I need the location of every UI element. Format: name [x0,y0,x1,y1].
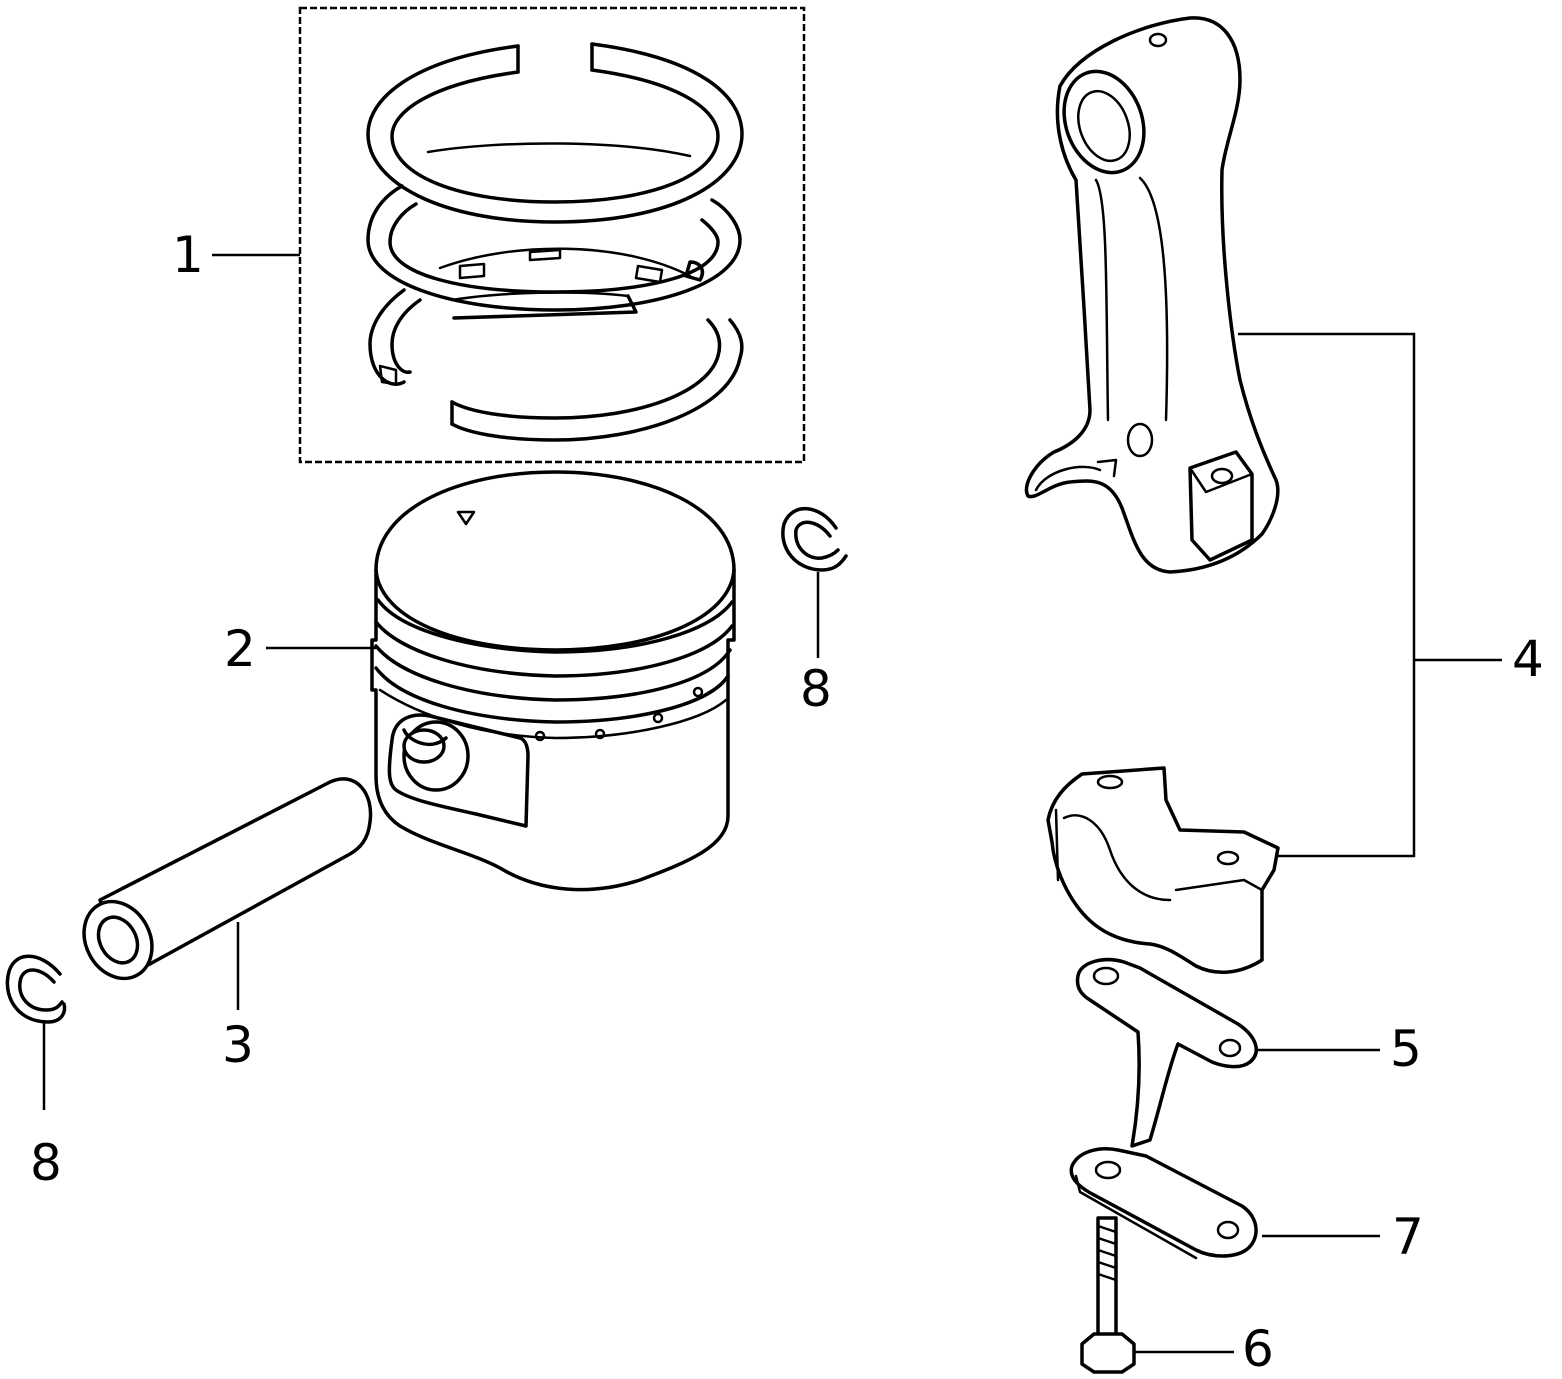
piston [370,470,736,892]
arrow-mark-icon [456,510,476,526]
snap-ring-right [781,506,848,572]
snap-ring-left [5,954,67,1024]
connecting-rod-bolt [1080,1216,1136,1374]
callout-7: 7 [1392,1208,1424,1266]
callout-6: 6 [1242,1320,1274,1374]
lock-plate [1075,957,1258,1148]
callout-5: 5 [1390,1020,1422,1078]
connecting-rod-cap [1046,766,1280,974]
piston-ring-set [298,6,806,464]
ring-set-frame [298,6,806,464]
leader-lines [42,253,1502,1354]
callout-8-left: 8 [30,1134,62,1192]
callout-4: 4 [1512,630,1544,688]
callout-3: 3 [222,1016,254,1074]
lock-washer-plate [1069,1147,1258,1260]
piston-pin [82,777,373,981]
callout-1: 1 [172,226,204,284]
callout-2: 2 [224,620,256,678]
connecting-rod [1024,16,1280,574]
callout-8-right: 8 [800,660,832,718]
